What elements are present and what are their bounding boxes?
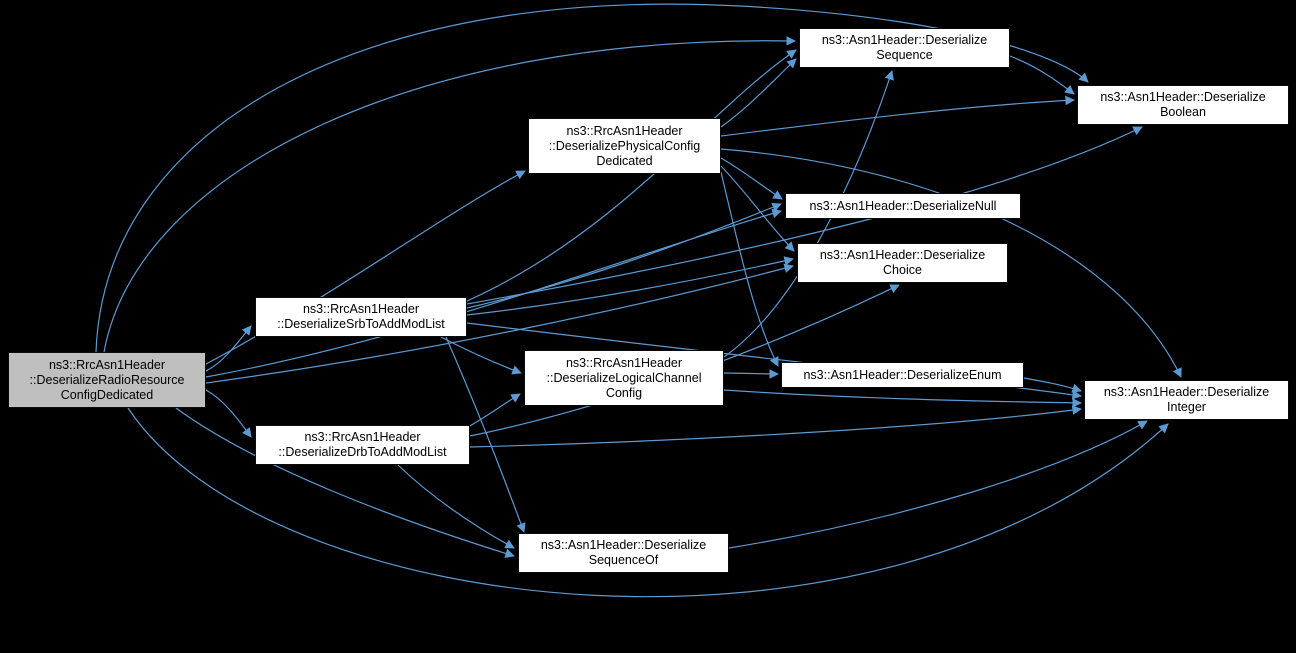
node-deserialize-radio-resource-config-dedicated[interactable]: ns3::RrcAsn1Header ::DeserializeRadioRes… — [8, 352, 206, 408]
node-deserialize-boolean[interactable]: ns3::Asn1Header::Deserialize Boolean — [1077, 85, 1289, 125]
node-label-line: ::DeserializeRadioResource — [29, 372, 185, 387]
edge-radio-choice — [205, 263, 794, 384]
edge-logical-integer — [723, 389, 1082, 408]
edge-sequenceof-integer — [728, 420, 1148, 549]
edge-sequence-boolean — [1009, 55, 1075, 95]
node-label-line: ns3::RrcAsn1Header — [302, 302, 420, 316]
edge-drb-logical — [467, 393, 521, 428]
edge-srb-sequenceof — [445, 336, 526, 533]
node-label-line: Dedicated — [596, 153, 653, 168]
node-label-line: ns3::RrcAsn1Header — [565, 355, 683, 370]
node-deserialize-sequence[interactable]: ns3::Asn1Header::Deserialize Sequence — [799, 28, 1010, 68]
edge-logical-sequence — [723, 70, 894, 358]
edge-physical-choice — [720, 165, 795, 252]
node-deserialize-sequence-of[interactable]: ns3::Asn1Header::Deserialize SequenceOf — [518, 533, 729, 573]
node-label-line: ::DeserializePhysicalConfig — [548, 138, 701, 153]
node-label-line: ns3::Asn1Header::Deserialize — [1103, 385, 1270, 399]
edge-physical-null — [720, 157, 783, 200]
node-label-line: SequenceOf — [588, 553, 659, 567]
edge-radio-sequence — [103, 36, 796, 353]
edge-srb-choice — [466, 256, 794, 316]
edge-drb-integer — [469, 405, 1082, 448]
edge-radio-physical — [205, 170, 526, 365]
node-deserialize-drb-to-add-mod-list[interactable]: ns3::RrcAsn1Header ::DeserializeDrbToAdd… — [255, 425, 470, 465]
node-label-line: Integer — [1167, 400, 1206, 414]
node-label-line: ns3::Asn1Header::DeserializeEnum — [803, 367, 1002, 382]
edge-enum-integer — [1023, 377, 1082, 393]
node-label-line: Choice — [883, 263, 922, 277]
node-label-line: ::DeserializeSrbToAddModList — [277, 317, 445, 331]
node-label-line: ns3::RrcAsn1Header — [566, 123, 683, 138]
edge-srb-boolean — [466, 126, 1143, 305]
edge-radio-drb — [205, 389, 252, 438]
node-label-line: ConfigDedicated — [60, 387, 154, 402]
node-label-line: ns3::Asn1Header::Deserialize — [1100, 90, 1266, 104]
edge-radio-sequenceof — [175, 407, 515, 559]
node-label-line: ns3::Asn1Header::Deserialize — [819, 248, 986, 262]
edge-physical-sequence — [720, 58, 797, 128]
node-label-line: ns3::Asn1Header::Deserialize — [821, 33, 988, 47]
node-deserialize-choice[interactable]: ns3::Asn1Header::Deserialize Choice — [797, 243, 1008, 283]
node-label-line: ns3::Asn1Header::Deserialize — [540, 538, 707, 552]
edge-physical-enum — [720, 171, 779, 367]
node-label-line: Boolean — [1160, 105, 1206, 119]
edge-drb-sequenceof — [397, 464, 515, 549]
edge-physical-boolean — [720, 95, 1075, 137]
node-label-line: ::DeserializeLogicalChannel — [546, 370, 702, 385]
edge-radio-integer — [127, 407, 1169, 598]
node-deserialize-enum[interactable]: ns3::Asn1Header::DeserializeEnum — [781, 362, 1024, 388]
node-deserialize-logical-channel-config[interactable]: ns3::RrcAsn1Header ::DeserializeLogicalC… — [524, 350, 724, 406]
edge-radio-srb — [205, 325, 252, 372]
node-label-line: Config — [605, 385, 643, 400]
node-deserialize-null[interactable]: ns3::Asn1Header::DeserializeNull — [785, 193, 1021, 219]
node-label-line: Sequence — [876, 48, 933, 62]
edge-srb-null — [466, 202, 782, 309]
node-deserialize-integer[interactable]: ns3::Asn1Header::Deserialize Integer — [1084, 380, 1289, 420]
node-label-line: ns3::Asn1Header::DeserializeNull — [809, 198, 997, 213]
edge-physical-integer — [720, 148, 1182, 378]
node-label-line: ::DeserializeDrbToAddModList — [278, 445, 447, 459]
node-label-line: ns3::RrcAsn1Header — [48, 357, 166, 372]
edge-logical-enum — [723, 369, 779, 379]
node-deserialize-physical-config-dedicated[interactable]: ns3::RrcAsn1Header ::DeserializePhysical… — [528, 118, 721, 174]
node-deserialize-srb-to-add-mod-list[interactable]: ns3::RrcAsn1Header ::DeserializeSrbToAdd… — [255, 297, 467, 337]
edge-srb-logical — [440, 336, 522, 375]
node-label-line: ns3::RrcAsn1Header — [304, 430, 421, 444]
